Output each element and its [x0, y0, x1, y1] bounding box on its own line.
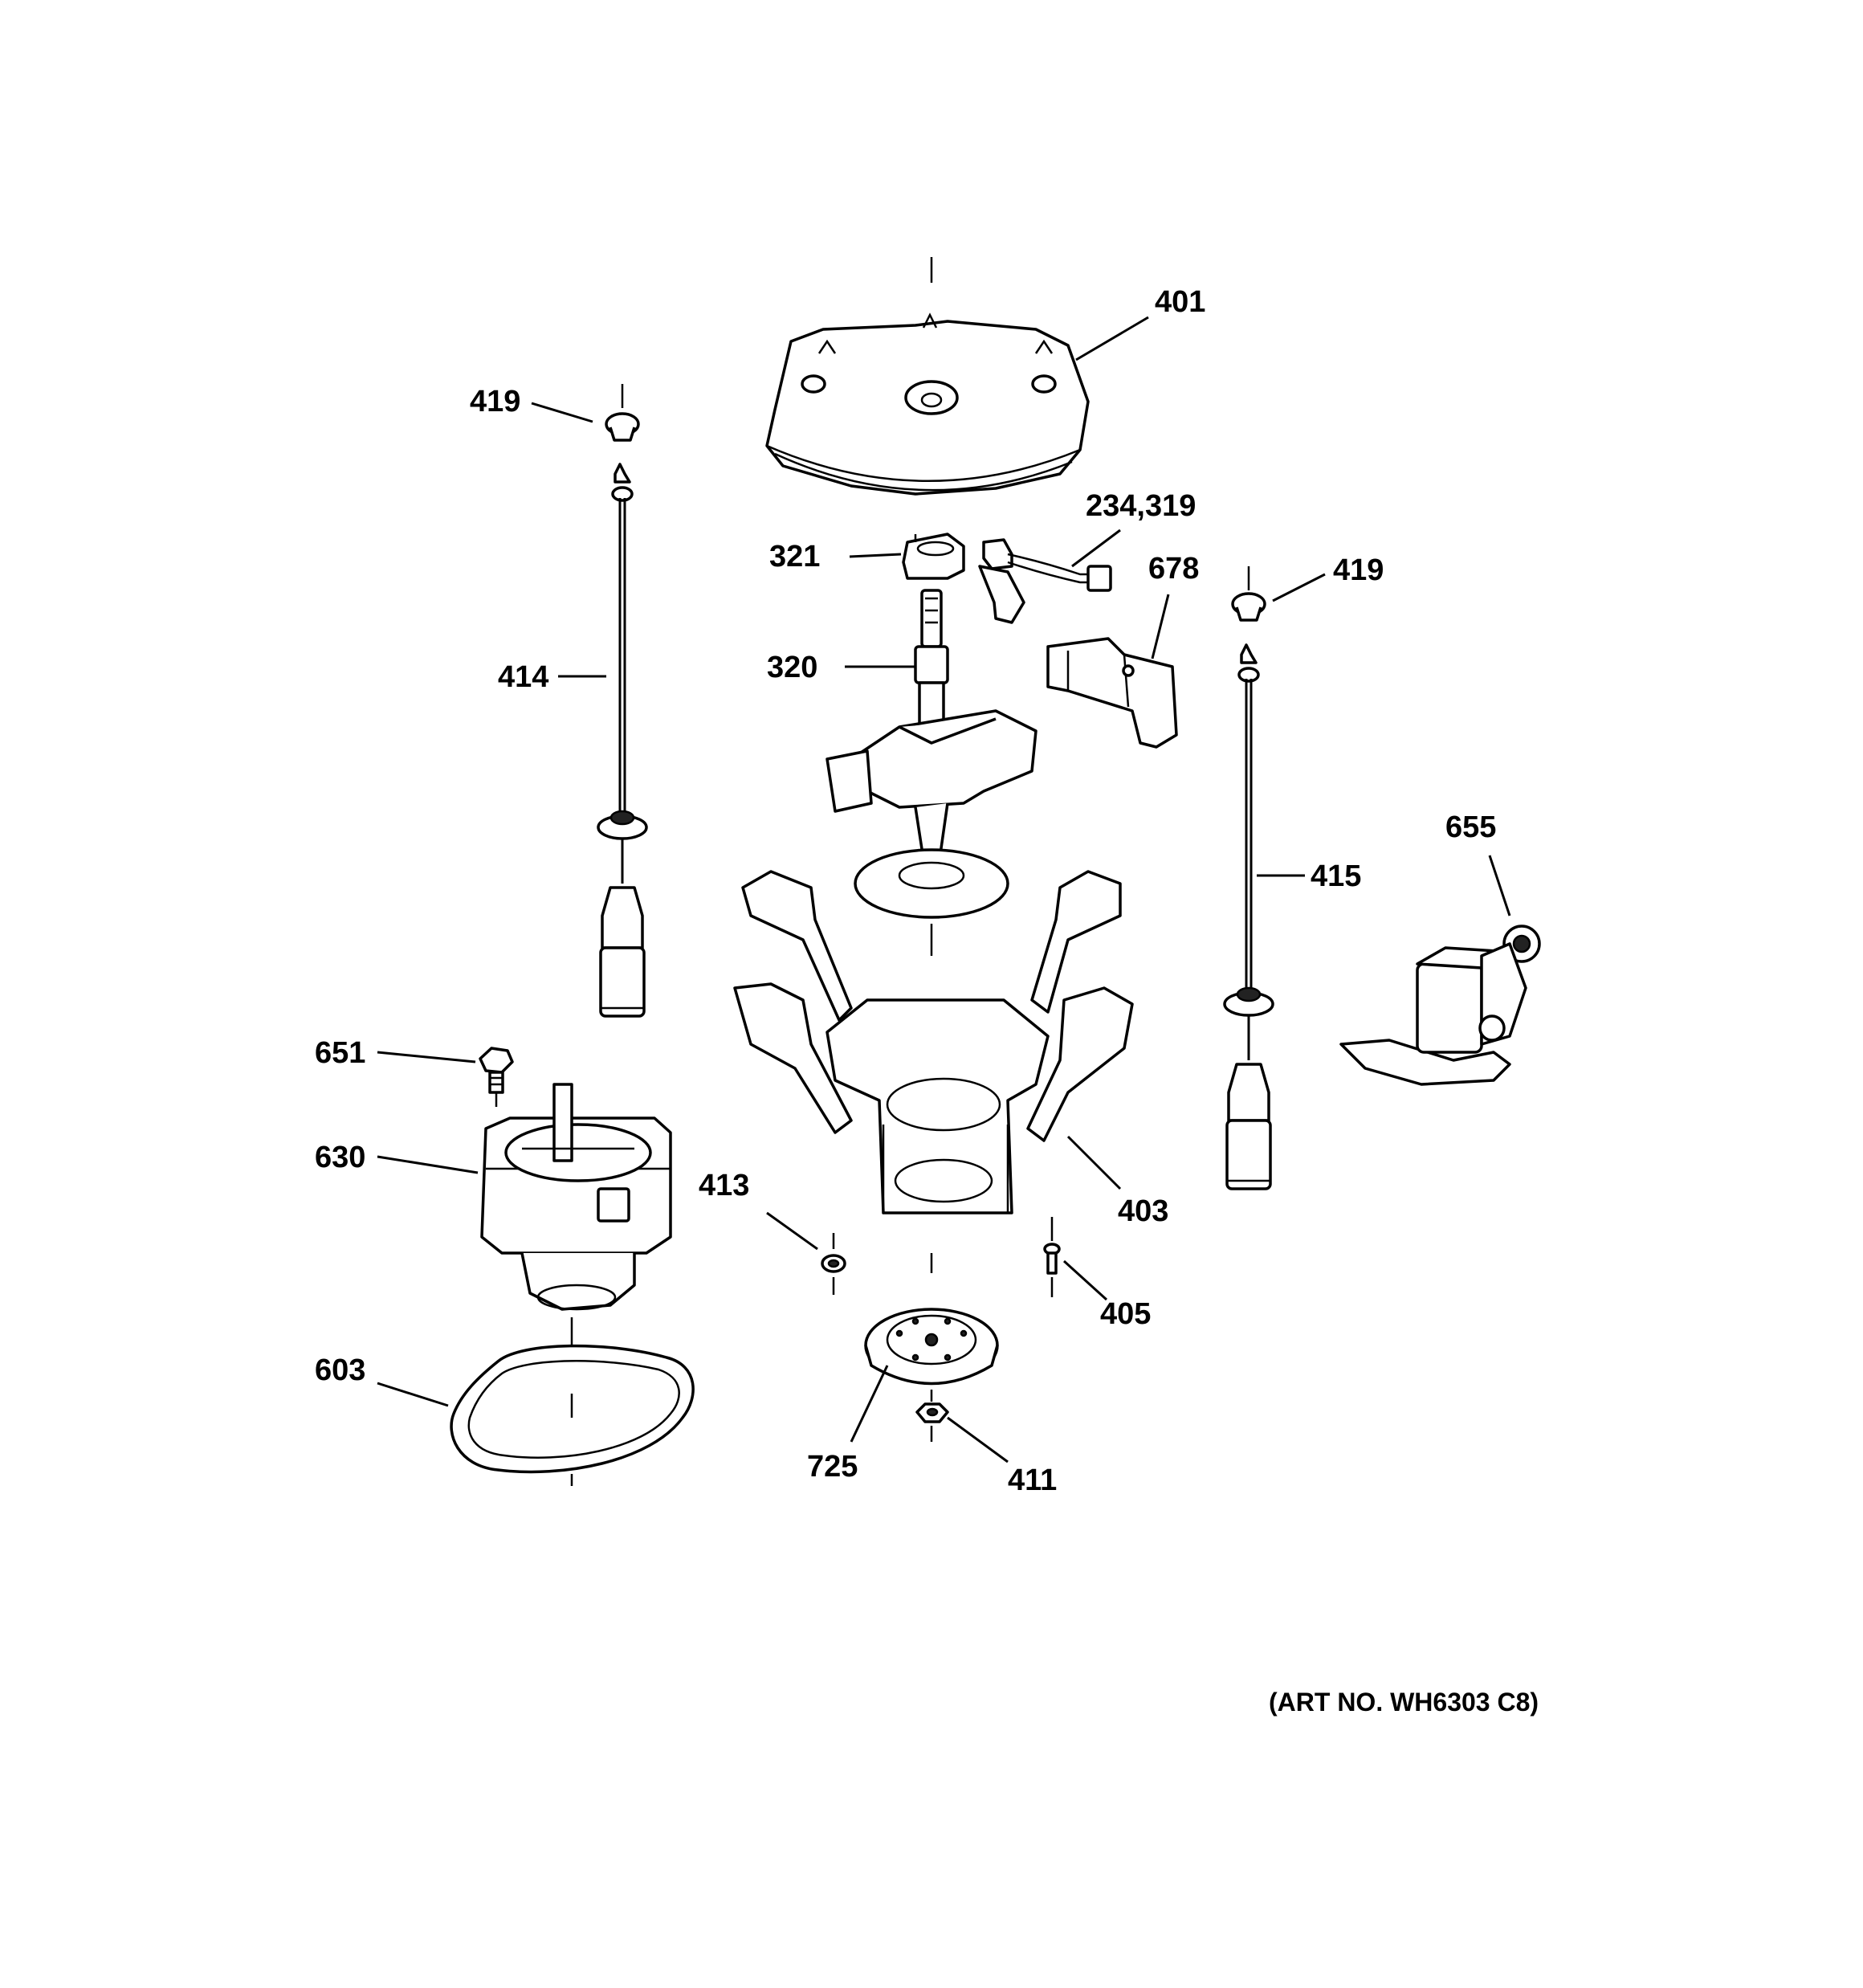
label-603: 603 — [315, 1353, 365, 1387]
part-678-bracket[interactable] — [1046, 637, 1178, 749]
label-725: 725 — [807, 1450, 858, 1484]
label-401: 401 — [1155, 285, 1205, 319]
part-419-left-cap[interactable] — [605, 384, 640, 442]
part-413-nut[interactable] — [821, 1233, 846, 1295]
part-320-transmission[interactable] — [826, 589, 1037, 956]
label-419-left: 419 — [470, 385, 520, 418]
part-411-nut[interactable] — [915, 1390, 949, 1442]
label-321: 321 — [769, 540, 820, 574]
label-678: 678 — [1148, 552, 1199, 586]
label-414: 414 — [498, 660, 548, 694]
part-630-motor[interactable] — [480, 1083, 672, 1349]
part-414-suspension-rod[interactable] — [597, 463, 648, 1018]
label-651: 651 — [315, 1036, 365, 1070]
part-419-right-cap[interactable] — [1231, 566, 1266, 622]
part-655-pump[interactable] — [1339, 925, 1541, 1086]
part-405-bolt[interactable] — [1043, 1217, 1061, 1297]
label-403: 403 — [1118, 1194, 1168, 1228]
label-320: 320 — [767, 651, 817, 684]
part-415-suspension-rod[interactable] — [1223, 643, 1274, 1190]
part-403-frame[interactable] — [733, 870, 1134, 1214]
part-321-coupling[interactable] — [902, 533, 965, 580]
part-725-pulley[interactable] — [864, 1253, 999, 1386]
part-651-screw[interactable] — [479, 1047, 514, 1107]
label-655: 655 — [1445, 810, 1496, 844]
part-234-319-harness[interactable] — [978, 538, 1112, 624]
label-630: 630 — [315, 1141, 365, 1174]
art-number: (ART NO. WH6303 C8) — [1269, 1688, 1539, 1717]
part-401-cover[interactable] — [765, 257, 1090, 496]
label-405: 405 — [1100, 1297, 1151, 1331]
label-415: 415 — [1311, 859, 1361, 893]
label-411: 411 — [1008, 1463, 1057, 1497]
label-419-right: 419 — [1333, 553, 1384, 587]
label-234-319: 234,319 — [1086, 489, 1196, 523]
part-603-belt[interactable] — [450, 1344, 695, 1486]
label-413: 413 — [699, 1169, 749, 1202]
